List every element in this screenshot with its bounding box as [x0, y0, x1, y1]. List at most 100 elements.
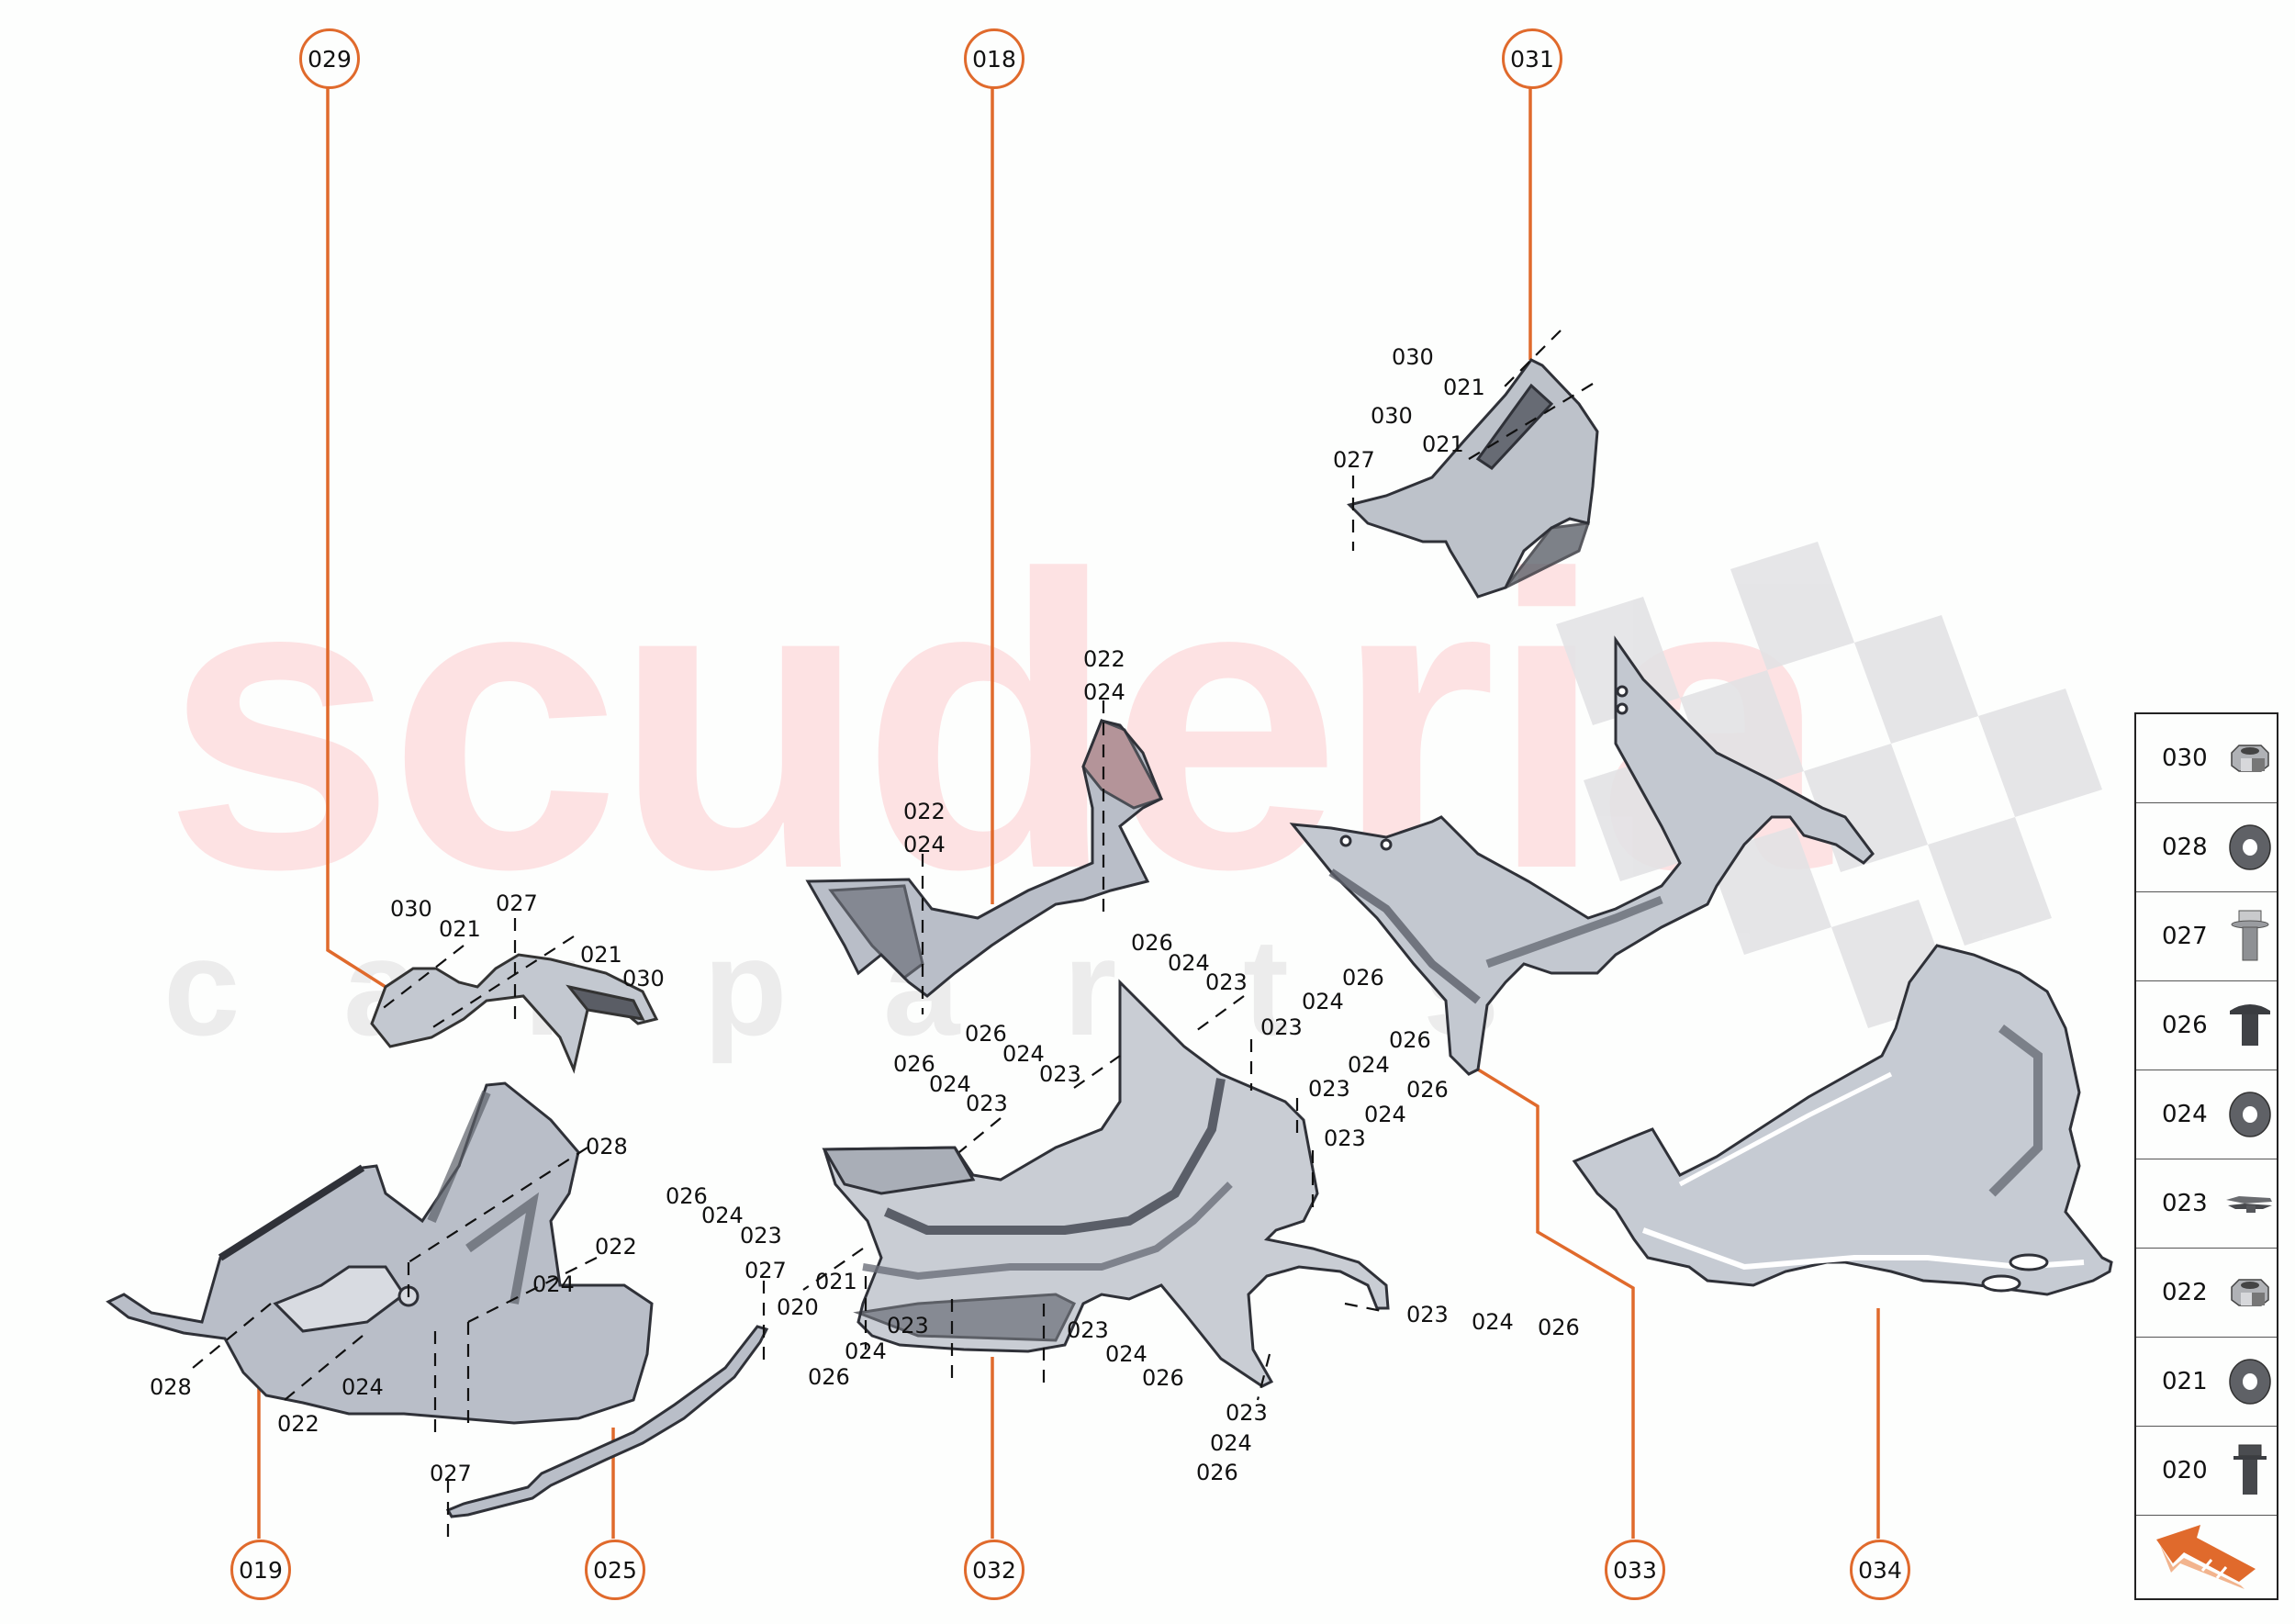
- fastener-label[interactable]: 024: [1348, 1052, 1390, 1078]
- fastener-label[interactable]: 024: [845, 1338, 887, 1364]
- fastener-label[interactable]: 020: [777, 1294, 819, 1320]
- callout-018[interactable]: 018: [964, 28, 1024, 89]
- fastener-label[interactable]: 023: [1406, 1302, 1449, 1327]
- fastener-label[interactable]: 030: [622, 966, 665, 991]
- fastener-label[interactable]: 030: [1392, 344, 1434, 370]
- legend-code: 028: [2162, 834, 2208, 861]
- fastener-label[interactable]: 026: [1538, 1315, 1580, 1340]
- legend-code: 026: [2162, 1012, 2208, 1039]
- fastener-label[interactable]: 026: [1342, 965, 1384, 991]
- legend-code: 030: [2162, 745, 2208, 772]
- washer-icon: [2229, 824, 2271, 870]
- callout-031[interactable]: 031: [1502, 28, 1562, 89]
- fastener-label[interactable]: 024: [1105, 1341, 1148, 1367]
- part-032: [822, 979, 1390, 1388]
- fastener-label[interactable]: 030: [390, 896, 432, 922]
- legend-code: 020: [2162, 1457, 2208, 1484]
- fastener-label[interactable]: 021: [815, 1269, 857, 1294]
- fastener-label[interactable]: 023: [1205, 969, 1248, 995]
- legend-row-022[interactable]: 022: [2136, 1249, 2277, 1338]
- legend-row-026[interactable]: 026: [2136, 981, 2277, 1070]
- legend-row-024[interactable]: 024: [2136, 1070, 2277, 1159]
- fastener-label[interactable]: 028: [586, 1134, 628, 1159]
- fastener-label[interactable]: 021: [1422, 431, 1464, 457]
- fastener-label[interactable]: 026: [893, 1051, 935, 1077]
- part-033: [1289, 635, 1875, 1076]
- fastener-label[interactable]: 022: [595, 1234, 637, 1260]
- fastener-label[interactable]: 024: [341, 1374, 384, 1400]
- fastener-label[interactable]: 023: [1067, 1317, 1109, 1343]
- fastener-label[interactable]: 026: [1389, 1027, 1431, 1053]
- part-034: [1572, 944, 2113, 1296]
- fastener-label[interactable]: 023: [1308, 1076, 1350, 1102]
- fastener-label[interactable]: 023: [1324, 1126, 1366, 1151]
- callout-033[interactable]: 033: [1605, 1540, 1665, 1600]
- direction-arrow-icon: [2156, 1525, 2256, 1589]
- legend-direction-arrow: [2136, 1516, 2277, 1598]
- fastener-label[interactable]: 026: [1406, 1077, 1449, 1103]
- callout-019[interactable]: 019: [230, 1540, 291, 1600]
- checkered-flag-watermark: [1556, 542, 2102, 1028]
- legend-code: 027: [2162, 923, 2208, 950]
- fastener-label[interactable]: 027: [1333, 447, 1375, 473]
- flange-nut-icon: [2231, 745, 2269, 772]
- fastener-label[interactable]: 027: [430, 1461, 472, 1486]
- fastener-label[interactable]: 024: [1002, 1041, 1045, 1067]
- part-018: [805, 719, 1164, 998]
- fastener-label[interactable]: 022: [277, 1411, 319, 1437]
- fastener-label[interactable]: 023: [740, 1223, 782, 1249]
- legend-row-021[interactable]: 021: [2136, 1338, 2277, 1427]
- fastener-label[interactable]: 027: [496, 890, 538, 916]
- leader-lines: [257, 86, 1880, 1539]
- fastener-label[interactable]: 021: [580, 942, 622, 968]
- fastener-label[interactable]: 024: [1210, 1430, 1252, 1456]
- fastener-label[interactable]: 021: [1443, 375, 1485, 400]
- fastener-label[interactable]: 024: [929, 1071, 971, 1097]
- fastener-label[interactable]: 026: [666, 1183, 708, 1209]
- fastener-label[interactable]: 026: [1142, 1365, 1184, 1391]
- legend-row-023[interactable]: 023: [2136, 1159, 2277, 1249]
- fastener-label[interactable]: 024: [1364, 1102, 1406, 1127]
- fastener-label[interactable]: 023: [966, 1091, 1008, 1116]
- legend-row-020[interactable]: 020: [2136, 1427, 2277, 1516]
- fastener-label[interactable]: 024: [1302, 989, 1344, 1014]
- fastener-label[interactable]: 024: [1083, 679, 1125, 705]
- callout-025[interactable]: 025: [585, 1540, 645, 1600]
- part-029: [370, 953, 659, 1074]
- legend-code: 023: [2162, 1190, 2208, 1217]
- fastener-label[interactable]: 030: [1371, 403, 1413, 429]
- fastener-label[interactable]: 023: [887, 1313, 929, 1338]
- callout-029[interactable]: 029: [299, 28, 360, 89]
- legend-row-028[interactable]: 028: [2136, 803, 2277, 892]
- fastener-label[interactable]: 024: [903, 832, 946, 857]
- legend-code: 024: [2162, 1101, 2208, 1128]
- fastener-legend: 030 028 027 026 024 023 022 021 020: [2134, 712, 2278, 1600]
- fastener-label[interactable]: 023: [1226, 1400, 1268, 1426]
- fastener-label[interactable]: 022: [1083, 646, 1125, 672]
- fastener-label[interactable]: 023: [1260, 1014, 1303, 1040]
- fastener-label[interactable]: 028: [150, 1374, 192, 1400]
- washer-icon: [2229, 1092, 2271, 1137]
- fastener-label[interactable]: 024: [1168, 950, 1210, 976]
- callout-034[interactable]: 034: [1850, 1540, 1910, 1600]
- hex-bolt-icon: [2233, 1444, 2267, 1495]
- fastener-label[interactable]: 021: [439, 916, 481, 942]
- fastener-label[interactable]: 026: [1196, 1460, 1238, 1485]
- legend-code: 021: [2162, 1368, 2208, 1395]
- fastener-label[interactable]: 023: [1039, 1061, 1081, 1087]
- fastener-label[interactable]: 026: [808, 1364, 850, 1390]
- fastener-label[interactable]: 024: [532, 1271, 575, 1297]
- clip-nut-icon: [2226, 1196, 2272, 1213]
- fastener-label[interactable]: 026: [965, 1021, 1007, 1047]
- fastener-label[interactable]: 026: [1131, 930, 1173, 956]
- fastener-label[interactable]: 024: [701, 1203, 744, 1228]
- fastener-label[interactable]: 024: [1472, 1309, 1514, 1335]
- fastener-axes: [192, 330, 1594, 1542]
- fastener-label[interactable]: 022: [903, 799, 946, 824]
- legend-row-027[interactable]: 027: [2136, 892, 2277, 981]
- fastener-label[interactable]: 027: [744, 1258, 787, 1283]
- callout-032[interactable]: 032: [964, 1540, 1024, 1600]
- legend-row-030[interactable]: 030: [2136, 714, 2277, 803]
- flange-nut-icon: [2231, 1279, 2269, 1306]
- part-019: [106, 1081, 654, 1425]
